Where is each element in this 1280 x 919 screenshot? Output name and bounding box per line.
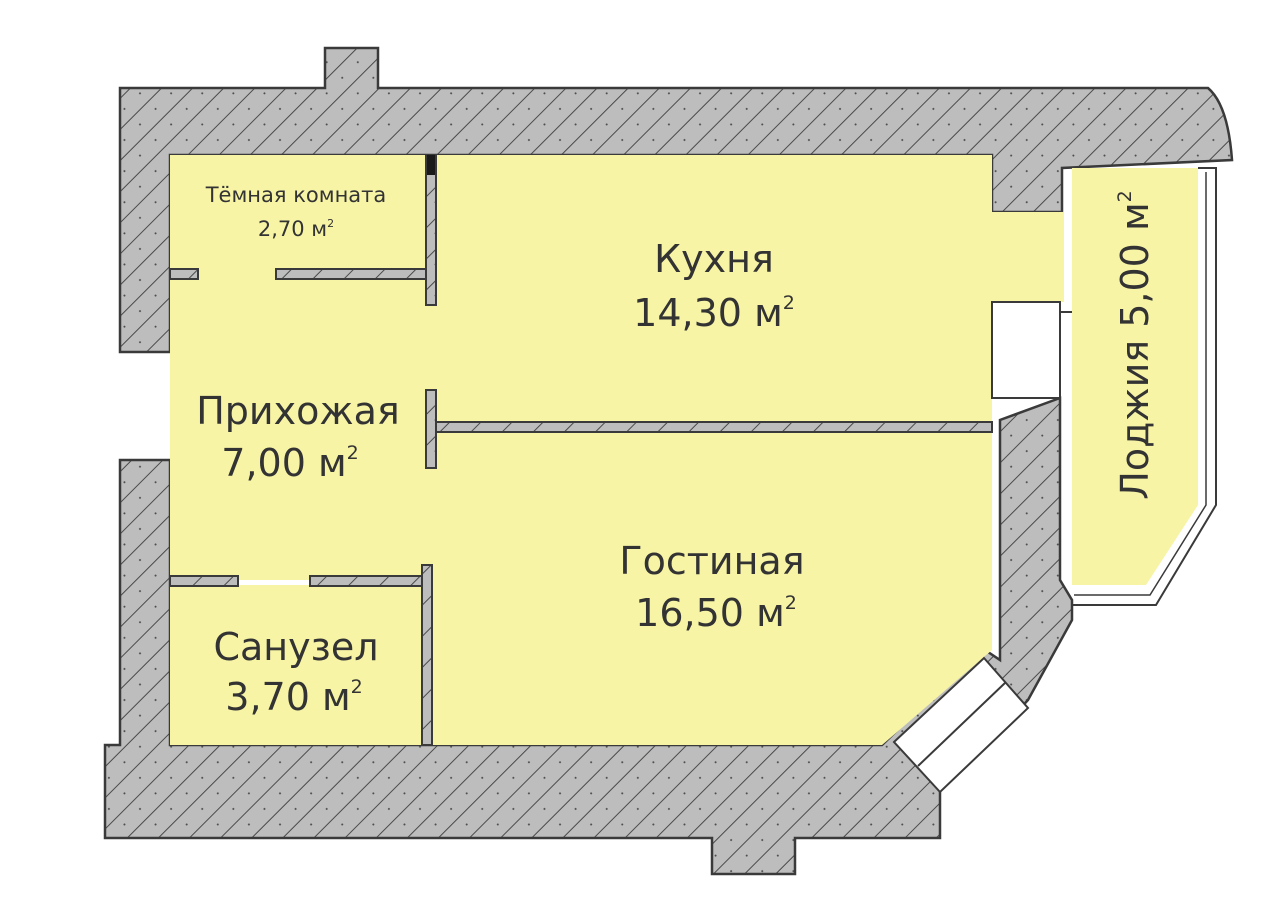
partitions xyxy=(169,154,993,746)
partition-bathroom-top-right xyxy=(309,575,429,587)
bathroom-area: 3,70 м2 xyxy=(225,675,362,719)
living-room-area: 16,50 м2 xyxy=(635,591,797,635)
rooms xyxy=(170,155,1198,745)
loggia-label: Лоджия 5,00 м2 xyxy=(1113,190,1157,499)
room-hallway xyxy=(170,275,432,580)
bathroom-name: Санузел xyxy=(213,625,378,669)
hallway-area: 7,00 м2 xyxy=(221,441,358,485)
loggia-outer-frame xyxy=(1072,167,1217,606)
partition-bathroom-top-left xyxy=(169,575,239,587)
kitchen-window-bay xyxy=(992,212,1064,302)
partition-bathroom-right xyxy=(421,564,433,746)
room-labels: Тёмная комната 2,70 м2 Кухня 14,30 м2 Пр… xyxy=(196,183,1157,719)
room-bathroom xyxy=(170,585,422,745)
partition-hallway-kitchen xyxy=(425,389,437,469)
partition-kitchen-living xyxy=(435,421,993,433)
partition-dark-room-right xyxy=(425,154,437,306)
room-kitchen xyxy=(432,155,992,423)
kitchen-balcony-door xyxy=(991,301,1061,399)
room-dark-room xyxy=(170,155,432,275)
room-loggia xyxy=(1072,168,1198,585)
kitchen-name: Кухня xyxy=(654,237,774,281)
door-jamb-mark xyxy=(427,155,435,175)
hallway-name: Прихожая xyxy=(196,389,400,433)
partition-dark-room-bottom-left xyxy=(169,268,199,280)
dark-room-area: 2,70 м2 xyxy=(258,217,334,241)
loggia-inner-frame xyxy=(1074,172,1207,596)
living-window-pane xyxy=(917,681,1007,767)
living-room-name: Гостиная xyxy=(619,539,804,583)
openings xyxy=(892,167,1217,794)
kitchen-area: 14,30 м2 xyxy=(633,291,795,335)
dark-room-name: Тёмная комната xyxy=(205,183,387,207)
partition-dark-room-bottom-right xyxy=(275,268,429,280)
room-living xyxy=(432,430,992,745)
